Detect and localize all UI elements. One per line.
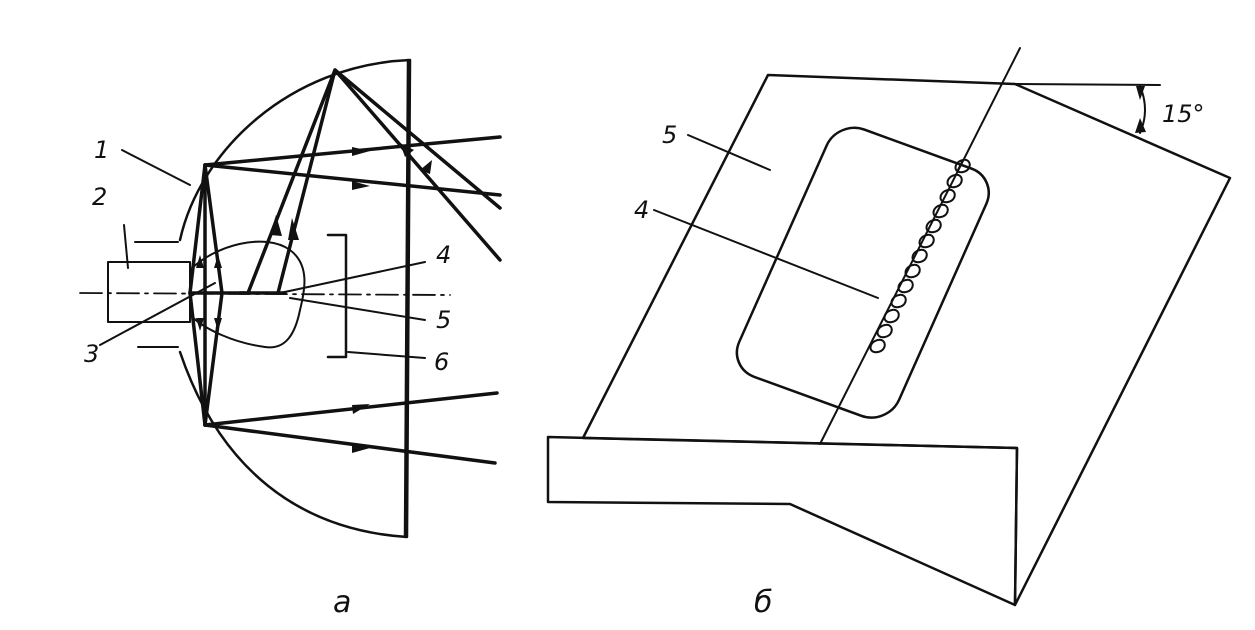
angle-arrow-top	[1136, 86, 1145, 100]
ray-arrowheads	[196, 143, 432, 453]
label-a-3: 3	[84, 340, 99, 368]
caption-b: б	[754, 585, 773, 620]
lamp-base	[107, 261, 191, 323]
label-a-5: 5	[436, 306, 451, 334]
label-a-6: 6	[434, 348, 449, 376]
label-b-5: 5	[662, 121, 677, 149]
shield-bracket	[326, 233, 348, 359]
front-block	[546, 435, 1019, 607]
reflector-outline	[178, 58, 412, 539]
figure-b-filament-plate: 5 4 15° б	[546, 47, 1232, 620]
light-rays	[188, 68, 502, 465]
top-plate	[581, 73, 1232, 607]
lamp-bulb	[189, 240, 306, 349]
lamp-neck	[134, 241, 179, 348]
leader-b-4	[653, 209, 879, 299]
coiled-filament	[869, 158, 971, 354]
caption-a: а	[333, 585, 351, 620]
leader-lines-a	[99, 149, 426, 359]
leader-b-5	[687, 134, 771, 171]
angle-label: 15°	[1162, 100, 1205, 128]
label-a-2: 2	[92, 183, 107, 211]
angle-arrow-bottom	[1135, 118, 1146, 133]
label-a-1: 1	[94, 136, 109, 164]
front-glass-line	[403, 58, 410, 539]
window-cutout	[735, 126, 990, 419]
figure-a-lamp-reflector: 1 2 3 4 5 6 а	[79, 58, 502, 620]
label-b-4: 4	[634, 196, 649, 224]
reference-line	[1014, 83, 1161, 86]
label-a-4: 4	[436, 241, 451, 269]
